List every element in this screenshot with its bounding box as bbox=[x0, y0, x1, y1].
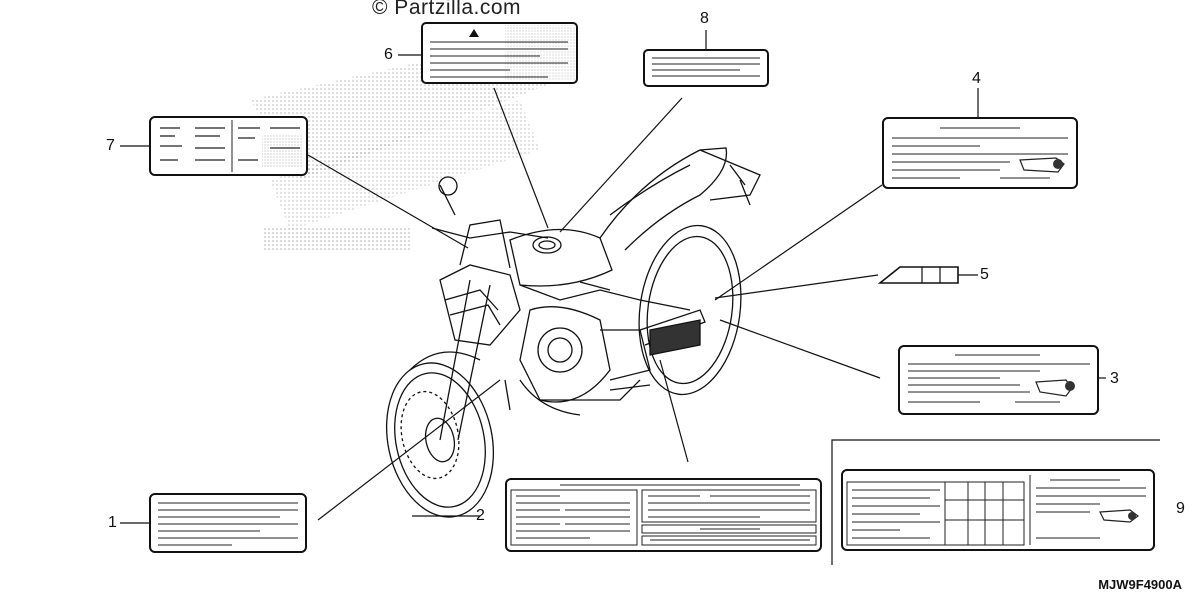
leader-5 bbox=[714, 274, 879, 299]
leader-1 bbox=[317, 379, 501, 521]
leader-lines bbox=[120, 30, 1106, 524]
leader-3 bbox=[719, 319, 881, 379]
leader-7 bbox=[307, 154, 469, 249]
callout-2: 2 bbox=[476, 507, 485, 524]
motorcycle-illustration bbox=[385, 147, 761, 518]
label-5-graphic bbox=[877, 266, 959, 284]
label-4-graphic bbox=[882, 117, 1078, 189]
callout-5: 5 bbox=[980, 266, 989, 283]
diagram-code: MJW9F4900A bbox=[1098, 577, 1182, 592]
callout-7: 7 bbox=[106, 137, 115, 154]
label-9-graphic bbox=[831, 439, 1160, 565]
label-2-graphic bbox=[505, 478, 822, 552]
leader-8 bbox=[559, 97, 683, 233]
callout-3: 3 bbox=[1110, 370, 1119, 387]
leader-2 bbox=[659, 359, 689, 463]
label-1-graphic bbox=[149, 493, 307, 553]
callout-6: 6 bbox=[384, 46, 393, 63]
leader-4 bbox=[714, 184, 883, 301]
label-3-graphic bbox=[898, 345, 1099, 415]
label-8-graphic bbox=[643, 49, 769, 87]
callout-4: 4 bbox=[972, 70, 981, 87]
callout-1: 1 bbox=[108, 514, 117, 531]
watermark-text: © Partzilla.com bbox=[372, 0, 522, 19]
callout-9: 9 bbox=[1176, 500, 1185, 517]
label-7-graphic bbox=[149, 116, 308, 176]
leader-6 bbox=[493, 87, 549, 229]
callout-8: 8 bbox=[700, 10, 709, 27]
label-6-graphic bbox=[421, 22, 578, 84]
